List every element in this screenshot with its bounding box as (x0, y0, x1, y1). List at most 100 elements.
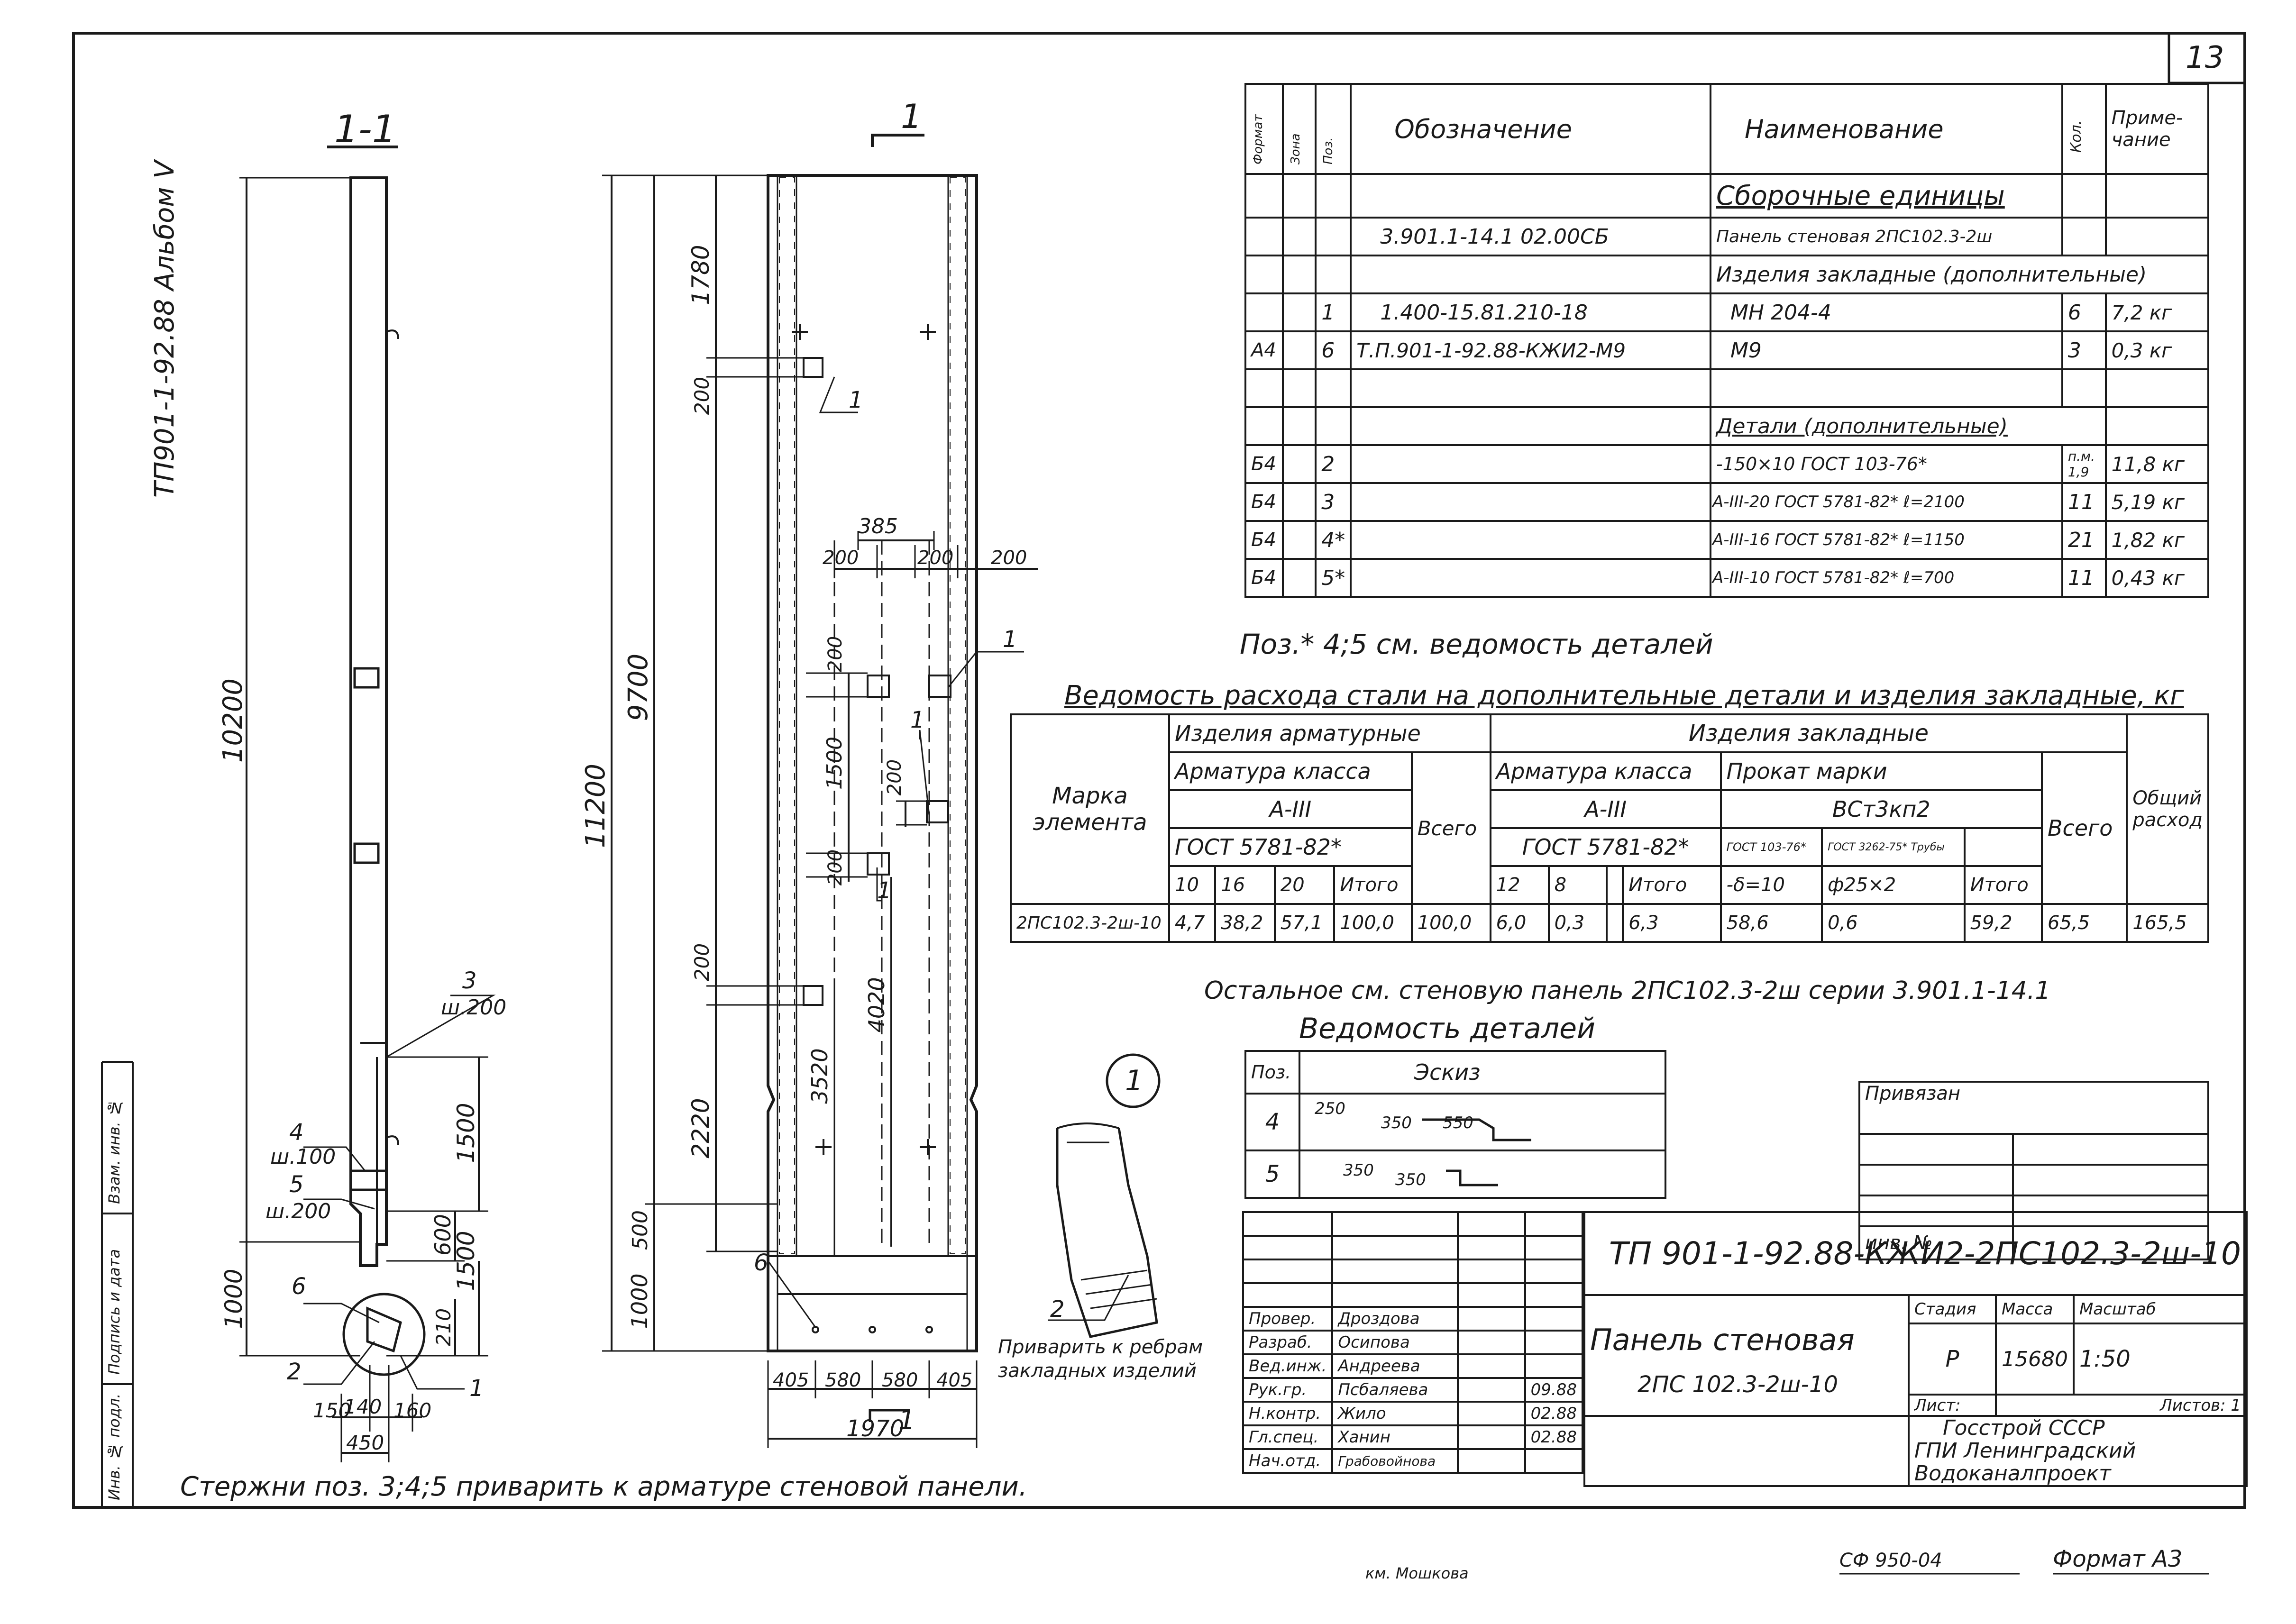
dim-580-a: 580 (825, 1369, 861, 1391)
dim-140: 140 (344, 1395, 382, 1418)
spec-footnote: Поз.* 4;5 см. ведомость деталей (1240, 628, 1713, 660)
label-pos4-pitch: ш.100 (270, 1145, 336, 1169)
title-block-main: ТП 901-1-92.88-КЖИ2-2ПС102.3-2ш-10 Панел… (1583, 1211, 2248, 1487)
dim-405-b: 405 (936, 1369, 972, 1391)
label-pos4: 4 (289, 1119, 304, 1146)
org-line1: Госстрой СССР (1943, 1416, 2105, 1440)
dim-385: 385 (858, 514, 898, 538)
section-profile (349, 176, 388, 1267)
rebar-cage-left (779, 177, 795, 1254)
dim-160: 160 (393, 1399, 431, 1422)
dim-600: 600 (430, 1214, 456, 1256)
leader-1-b: 1 (1003, 626, 1017, 653)
dim-11200: 11200 (580, 764, 611, 848)
dim-200-a: 200 (690, 377, 713, 415)
strip-inv-orig: Инв. № подл. (105, 1393, 123, 1500)
cut-mark-top: 1 (901, 97, 922, 136)
spec-row (1244, 368, 2210, 408)
spec-row: Детали (дополнительные) (1244, 406, 2210, 446)
dim-450: 450 (346, 1431, 384, 1454)
steel-table-row: 2ПС102.3-2ш-10 4,7 38,2 57,1 100,0 100,0… (1010, 903, 2209, 943)
sheet-number: 13 (2186, 40, 2224, 75)
cut-mark-bottom: 1 (898, 1405, 915, 1436)
dim-200-b: 200 (823, 547, 859, 569)
detail-1-drawing (1048, 1053, 1161, 1338)
section-1-1 (239, 146, 496, 1462)
dim-210: 210 (432, 1308, 455, 1346)
dim-200-e: 200 (824, 636, 846, 672)
title-person-row: Разраб.Осипова (1242, 1330, 1584, 1355)
detail-1-circle (1106, 1053, 1161, 1108)
detail-pos2: 2 (1050, 1296, 1065, 1323)
drawing-name-line2: 2ПС 102.3-2ш-10 (1637, 1371, 1838, 1398)
dim-1500-upper: 1500 (452, 1103, 480, 1163)
label-pos3-pitch: ш.200 (441, 995, 506, 1020)
org-line2: ГПИ Ленинградский (1914, 1439, 2136, 1463)
details-row: 5 350 350 (1244, 1150, 1666, 1199)
label-pos5-pitch: ш.200 (265, 1199, 331, 1223)
details-row: 4 250 350 550 (1244, 1093, 1666, 1151)
dim-1500-lower: 1500 (452, 1231, 480, 1291)
leader-6: 6 (754, 1250, 768, 1276)
spec-row: 3.901.1-14.1 02.00СБ Панель стеновая 2ПС… (1244, 217, 2210, 256)
dim-580-b: 580 (882, 1369, 918, 1391)
steel-table-note: Остальное см. стеновую панель 2ПС102.3-2… (1204, 976, 2051, 1005)
rebar-cage-right (950, 177, 966, 1254)
steel-consumption-table: Марка элемента Изделия арматурные Издели… (1010, 713, 2209, 943)
dim-1000: 1000 (220, 1268, 247, 1329)
dim-3520: 3520 (807, 1048, 832, 1104)
spec-h-qty: Кол. (2061, 83, 2107, 175)
album-code: ТП901-1-92.88 Альбом V (149, 160, 180, 498)
dim-200-g: 200 (824, 849, 846, 885)
dim-405-a: 405 (773, 1369, 809, 1391)
details-table-title: Ведомость деталей (1299, 1012, 1595, 1045)
sheet-format: Формат А3 (2053, 1546, 2182, 1572)
archive-code: СФ 950-04 (1839, 1550, 1942, 1571)
leader-1-a: 1 (849, 387, 863, 413)
dim-1780: 1780 (687, 245, 714, 305)
title-person-row: Нач.отд.Грабовойнова (1242, 1448, 1584, 1474)
spec-h-pos: Поз. (1315, 83, 1352, 175)
detail-1-label: 1 (1125, 1064, 1143, 1097)
title-block-people: Провер.Дроздова Разраб.Осипова Вед.инж.А… (1242, 1211, 1584, 1474)
label-circle1: 1 (469, 1375, 484, 1402)
panel-outline (767, 174, 978, 1352)
details-table: Поз. Эскиз 4 250 350 550 5 350 350 (1244, 1050, 1666, 1199)
spec-row: Сборочные единицы (1244, 173, 2210, 219)
spec-row: Изделия закладные (дополнительные) (1244, 255, 2210, 294)
dim-200-h: 200 (690, 943, 713, 981)
org-line3: Водоканалпроект (1914, 1461, 2111, 1486)
dim-500: 500 (628, 1210, 652, 1250)
dim-9700: 9700 (623, 654, 654, 721)
label-pos6: 6 (292, 1273, 306, 1300)
spec-h-zone: Зона (1281, 83, 1317, 175)
panel-elevation (602, 134, 1038, 1448)
spec-h-name: Наименование (1709, 83, 2063, 175)
drawing-code: ТП 901-1-92.88-КЖИ2-2ПС102.3-2ш-10 (1583, 1211, 2248, 1296)
spec-h-designation: Обозначение (1350, 83, 1711, 175)
leader-1-c: 1 (910, 707, 925, 733)
dim-200-d: 200 (991, 547, 1027, 569)
label-pos3: 3 (462, 967, 477, 994)
sheet-frame (72, 32, 2246, 1509)
strip-sign-date: Подпись и дата (105, 1249, 123, 1375)
dim-1000-elev: 1000 (627, 1273, 652, 1329)
copied-by: км. Мошкова (1365, 1564, 1469, 1582)
bottom-note: Стержни поз. 3;4;5 приварить к арматуре … (180, 1471, 1027, 1502)
dim-200-f: 200 (884, 759, 906, 795)
detail-note-line1: Приварить к ребрам (998, 1336, 1203, 1358)
specification-table: Формат Зона Поз. Обозначение Наименовани… (1244, 83, 2210, 598)
detail-circle-section (342, 1293, 426, 1376)
title-person-row: Вед.инж.Андреева (1242, 1353, 1584, 1379)
leader-1-d: 1 (877, 877, 892, 904)
dim-1500-elev: 1500 (823, 737, 847, 790)
dim-10200: 10200 (218, 678, 248, 763)
dim-200-c: 200 (917, 547, 953, 569)
